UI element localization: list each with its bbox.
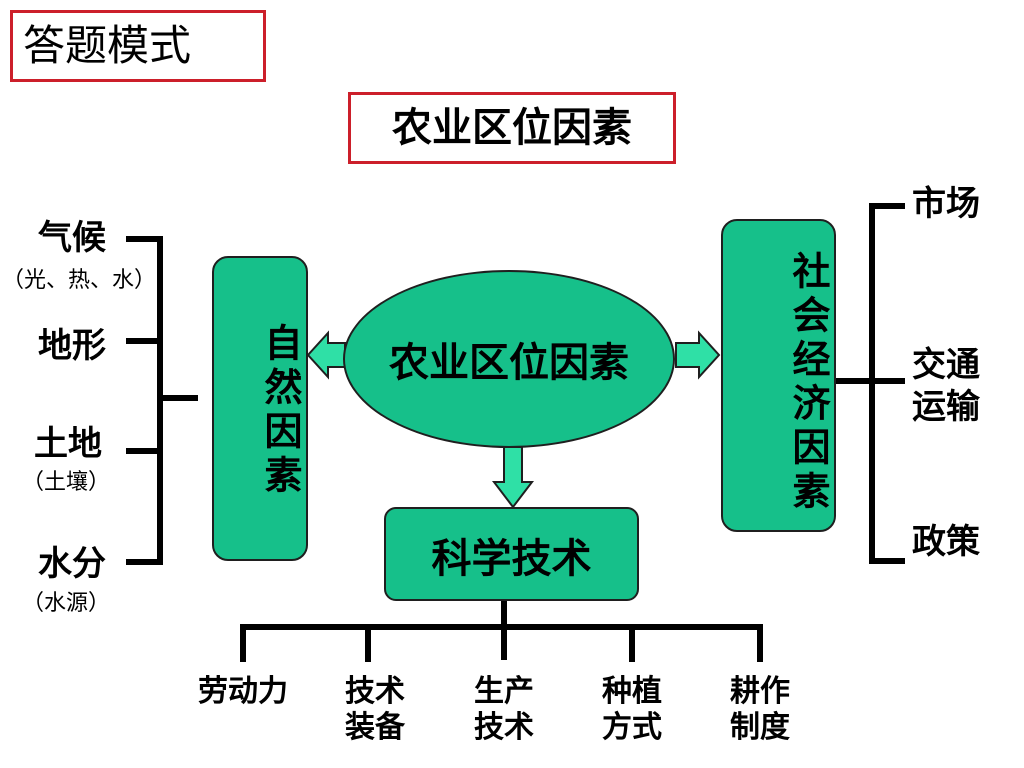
natural-item-terrain: 地形	[38, 326, 106, 366]
tech-item-farming-system: 耕作制度	[730, 674, 790, 745]
natural-item-water-note: （水源）	[22, 591, 111, 616]
natural-item-land: 土地	[34, 424, 102, 464]
tech-box	[384, 507, 639, 601]
social-bracket	[836, 203, 905, 564]
natural-factors-label: 自然因素	[258, 323, 302, 499]
arrow-left-icon	[306, 330, 346, 380]
natural-item-water: 水分	[38, 544, 106, 584]
natural-item-climate-note: （光、热、水）	[2, 268, 157, 293]
tech-tree	[240, 601, 763, 662]
social-item-transport: 交通运输	[912, 345, 980, 427]
center-label: 农业区位因素	[389, 340, 629, 386]
arrow-right-icon	[675, 330, 721, 380]
center-ellipse	[343, 270, 675, 448]
tech-item-labor: 劳动力	[198, 674, 288, 709]
social-factors-label: 社会经济因素	[786, 251, 830, 515]
tech-item-planting: 种植方式	[602, 674, 662, 745]
tech-item-equipment: 技术装备	[345, 674, 405, 745]
answer-mode-title: 答题模式	[10, 10, 266, 82]
tech-label: 科学技术	[431, 536, 592, 582]
natural-bracket	[126, 236, 198, 565]
tech-item-production: 生产技术	[474, 674, 534, 745]
natural-factors-box	[212, 256, 308, 561]
social-item-market: 市场	[912, 184, 980, 224]
factors-title: 农业区位因素	[348, 92, 676, 164]
natural-item-land-note: （土壤）	[22, 470, 111, 495]
natural-item-climate: 气候	[38, 218, 106, 258]
social-factors-box	[721, 219, 836, 532]
arrow-down-icon	[491, 446, 535, 509]
social-item-policy: 政策	[912, 522, 980, 562]
